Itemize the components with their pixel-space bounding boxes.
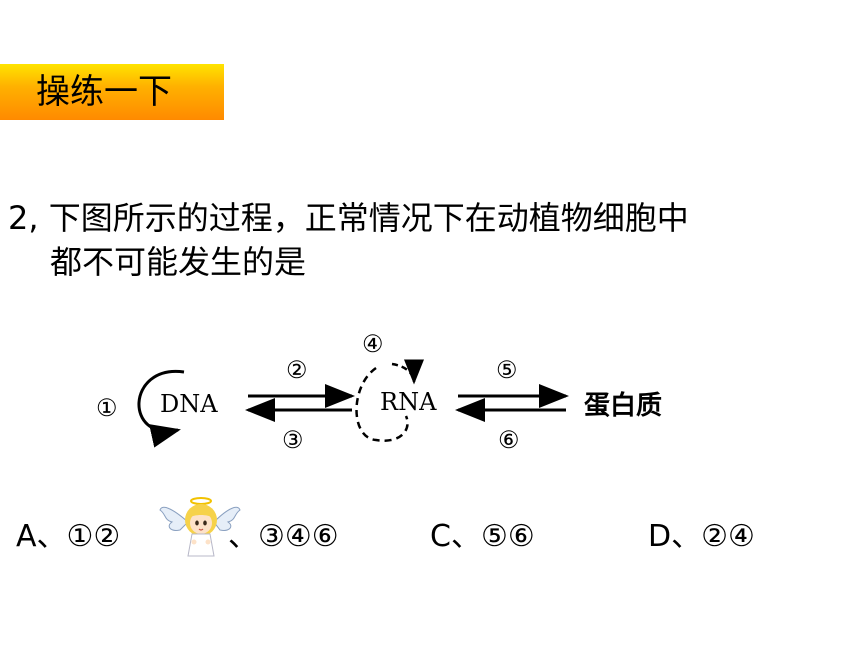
slide-title: 操练一下 — [36, 72, 172, 112]
rna-label: RNA — [380, 388, 437, 416]
answer-options: A、①② 、③④⑥ C、⑤⑥ D、②④ — [0, 514, 860, 560]
label-6: ⑥ — [498, 426, 520, 454]
label-5: ⑤ — [496, 356, 518, 384]
protein-label: 蛋白质 — [584, 390, 662, 421]
question-text: 2, 下图所示的过程，正常情况下在动植物细胞中 都不可能发生的是 — [8, 196, 848, 284]
replication-loop-arrow — [137, 370, 185, 448]
central-dogma-diagram: ① DNA ② ③ ④ RNA ⑤ ⑥ 蛋白质 — [96, 330, 662, 454]
question-line-1: 2, 下图所示的过程，正常情况下在动植物细胞中 — [8, 199, 689, 237]
question-line-2: 都不可能发生的是 — [50, 243, 307, 281]
title-banner: 操练一下 — [0, 64, 224, 120]
option-a[interactable]: A、①② — [16, 519, 121, 554]
option-b[interactable]: 、③④⑥ — [228, 519, 339, 554]
option-c[interactable]: C、⑤⑥ — [430, 519, 535, 554]
option-d[interactable]: D、②④ — [648, 519, 755, 554]
rna-replication-arrow — [391, 359, 424, 385]
label-1: ① — [96, 394, 118, 422]
label-2: ② — [286, 356, 308, 384]
label-3: ③ — [282, 426, 304, 454]
label-4: ④ — [362, 330, 384, 358]
angel-cartoon-icon — [159, 497, 241, 557]
dna-label: DNA — [160, 390, 218, 418]
rna-replication-loop — [355, 366, 409, 442]
